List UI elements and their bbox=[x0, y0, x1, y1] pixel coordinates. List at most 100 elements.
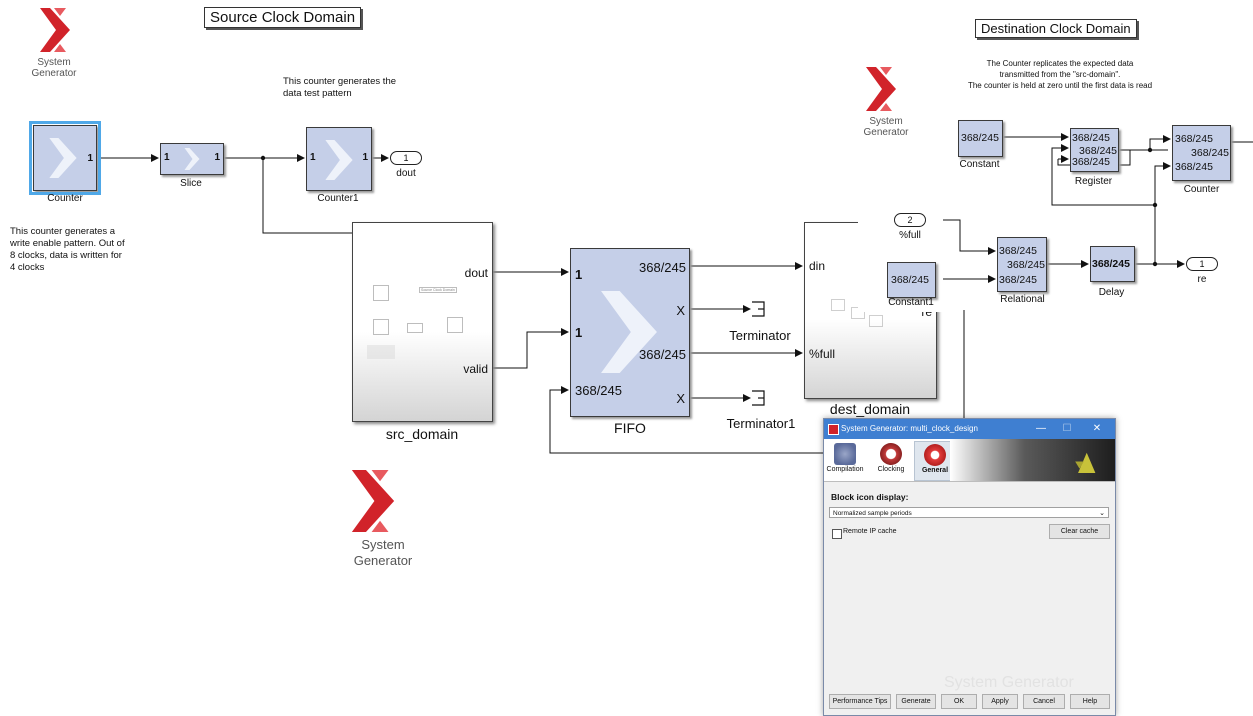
re-port-label: re bbox=[1197, 274, 1207, 285]
register-block[interactable]: 368/245 368/245 368/245 bbox=[1070, 128, 1119, 172]
dialog-titlebar[interactable]: System Generator: multi_clock_design — ☐… bbox=[824, 419, 1115, 439]
constant-label: Constant bbox=[959, 159, 1000, 170]
logo-text-line2: Generator bbox=[863, 127, 909, 138]
slice-label: Slice bbox=[180, 178, 202, 189]
counter-dest-p3: 368/245 bbox=[1175, 161, 1213, 173]
delay-block[interactable]: 368/245 bbox=[1090, 246, 1135, 282]
dout-port[interactable]: 1 bbox=[390, 151, 422, 165]
fifo-out4-label: X bbox=[676, 391, 685, 406]
system-generator-logo: System Generator bbox=[345, 470, 425, 569]
remote-ip-cache-checkbox[interactable] bbox=[832, 529, 842, 539]
block-icon-display-select[interactable]: Normalized sample periods ⌄ bbox=[829, 507, 1109, 518]
src-domain-label: src_domain bbox=[385, 426, 459, 442]
counter-note: This counter generates a write enable pa… bbox=[10, 226, 125, 273]
maximize-icon[interactable]: ☐ bbox=[1062, 423, 1072, 434]
terminator1-label: Terminator1 bbox=[726, 416, 796, 431]
delay-value: 368/245 bbox=[1092, 258, 1130, 270]
block-icon-display-heading: Block icon display: bbox=[831, 492, 909, 502]
constant1-value: 368/245 bbox=[891, 274, 929, 286]
chevron-down-icon: ⌄ bbox=[1099, 510, 1105, 517]
re-port[interactable]: 1 bbox=[1186, 257, 1218, 271]
performance-tips-button[interactable]: Performance Tips bbox=[829, 694, 891, 709]
logo-text-line1: System bbox=[37, 57, 71, 68]
delay-label: Delay bbox=[1098, 287, 1125, 298]
fifo-block[interactable]: 1 1 368/245 368/245 X 368/245 X bbox=[570, 248, 690, 417]
tab-general[interactable]: General bbox=[914, 441, 956, 481]
fifo-in2-pin: 1 bbox=[575, 325, 583, 340]
xilinx-logo-icon bbox=[866, 67, 896, 111]
remote-ip-cache-label: Remote IP cache bbox=[843, 528, 897, 535]
dest-re-label: re bbox=[921, 305, 932, 319]
counter-block[interactable]: 1 bbox=[29, 121, 101, 195]
app-icon bbox=[828, 424, 839, 435]
system-generator-dialog[interactable]: System Generator: multi_clock_design — ☐… bbox=[823, 418, 1116, 716]
xilinx-watermark-icon bbox=[184, 148, 200, 170]
apply-button[interactable]: Apply bbox=[982, 694, 1018, 709]
xilinx-logo-icon bbox=[351, 470, 395, 532]
logo-text-line1: System bbox=[361, 537, 405, 552]
constant-block[interactable]: 368/245 bbox=[958, 120, 1003, 157]
generate-button[interactable]: Generate bbox=[896, 694, 936, 709]
fifo-out1-label: 368/245 bbox=[639, 260, 686, 275]
tab-compilation-label: Compilation bbox=[826, 466, 864, 473]
register-p2: 368/245 bbox=[1079, 145, 1117, 157]
tab-clocking-label: Clocking bbox=[877, 466, 905, 473]
dest-full-label: %full bbox=[809, 347, 836, 361]
constant1-label: Constant1 bbox=[888, 297, 934, 308]
full-port-label: %full bbox=[899, 230, 921, 241]
dest-note-line2: transmitted from the "src-domain". bbox=[999, 70, 1121, 79]
logo-text-line1: System bbox=[869, 116, 903, 127]
fifo-in3-label: 368/245 bbox=[575, 383, 622, 398]
dout-port-label: dout bbox=[396, 168, 416, 179]
counter1-block[interactable]: 1 1 bbox=[306, 127, 372, 191]
src-inner-title: Source Clock Domain bbox=[419, 287, 457, 293]
slice-block[interactable]: 1 1 bbox=[160, 143, 224, 175]
register-p1: 368/245 bbox=[1072, 132, 1110, 144]
xilinx-watermark-icon bbox=[49, 138, 77, 178]
xilinx-watermark-icon bbox=[325, 140, 353, 180]
constant-value: 368/245 bbox=[961, 132, 999, 144]
dialog-watermark: System Generator bbox=[944, 674, 1074, 691]
xilinx-logo-icon bbox=[40, 8, 70, 52]
counter-dest-p2: 368/245 bbox=[1191, 147, 1229, 159]
counter-dest-block[interactable]: 368/245 368/245 368/245 bbox=[1172, 125, 1231, 181]
constant1-block[interactable]: 368/245 bbox=[887, 262, 936, 298]
clear-cache-button[interactable]: Clear cache bbox=[1049, 524, 1110, 539]
counter-dest-label: Counter bbox=[1183, 184, 1220, 195]
source-domain-title: Source Clock Domain bbox=[204, 7, 362, 28]
full-port[interactable]: 2 bbox=[894, 213, 926, 227]
dest-din-label: din bbox=[809, 259, 826, 273]
fifo-label: FIFO bbox=[614, 420, 646, 436]
tab-clocking[interactable]: Clocking bbox=[871, 441, 911, 479]
relational-p2: 368/245 bbox=[1007, 259, 1045, 271]
relational-block[interactable]: 368/245 368/245 368/245 bbox=[997, 237, 1047, 292]
cancel-button[interactable]: Cancel bbox=[1023, 694, 1065, 709]
src-dout-label: dout bbox=[464, 266, 488, 280]
dest-domain-label: dest_domain bbox=[829, 401, 911, 417]
counter1-out-pin: 1 bbox=[362, 152, 368, 163]
slice-in-pin: 1 bbox=[164, 152, 170, 163]
relational-p3: 368/245 bbox=[999, 274, 1037, 286]
xilinx-banner-logo-icon bbox=[1075, 452, 1096, 473]
src-domain-subsystem[interactable]: Source Clock Domain dout valid bbox=[352, 222, 493, 422]
help-button[interactable]: Help bbox=[1070, 694, 1110, 709]
subsystem-preview bbox=[821, 293, 921, 343]
register-p3: 368/245 bbox=[1072, 156, 1110, 168]
destination-domain-title: Destination Clock Domain bbox=[975, 19, 1137, 38]
dest-note: The Counter replicates the expected data… bbox=[940, 58, 1180, 91]
counter1-note: This counter generates the data test pat… bbox=[283, 76, 397, 99]
close-icon[interactable]: ✕ bbox=[1092, 423, 1102, 434]
xilinx-watermark-icon bbox=[601, 291, 657, 373]
ok-button[interactable]: OK bbox=[941, 694, 977, 709]
tab-general-label: General bbox=[921, 467, 949, 474]
register-label: Register bbox=[1074, 176, 1113, 187]
counter-dest-p1: 368/245 bbox=[1175, 133, 1213, 145]
block-icon-display-value: Normalized sample periods bbox=[833, 510, 912, 517]
logo-text-line2: Generator bbox=[31, 68, 77, 79]
compilation-icon bbox=[834, 443, 856, 465]
tab-compilation[interactable]: Compilation bbox=[825, 441, 865, 479]
dialog-tabs: Compilation Clocking General bbox=[824, 439, 1115, 482]
terminator-glyphs bbox=[752, 301, 765, 406]
minimize-icon[interactable]: — bbox=[1036, 423, 1046, 434]
